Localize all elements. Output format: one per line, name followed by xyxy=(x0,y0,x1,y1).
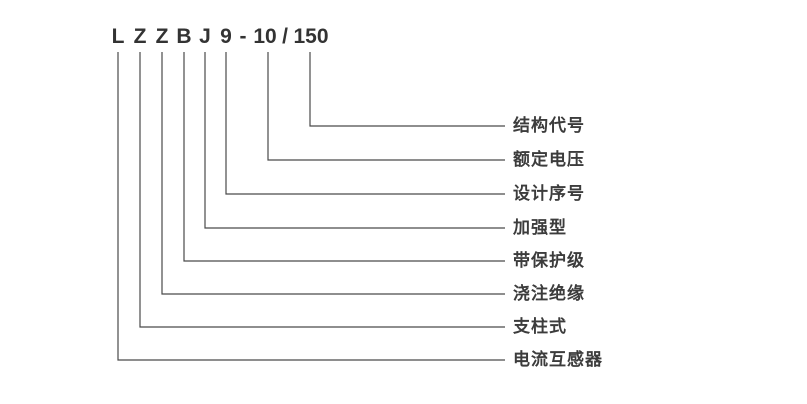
connector-line-150 xyxy=(309,52,505,127)
label-cast-insulation: 浇注绝缘 xyxy=(513,284,585,303)
code-segment-z2: Z xyxy=(155,25,169,48)
label-design-serial-number: 设计序号 xyxy=(513,184,585,203)
connector-line-j xyxy=(204,52,505,229)
code-segment-z1: Z xyxy=(133,25,147,48)
code-segment-slash: / xyxy=(282,25,288,48)
label-structure-code: 结构代号 xyxy=(513,116,585,135)
connector-line-z1 xyxy=(139,52,505,328)
connector-line-9 xyxy=(225,52,505,195)
code-segment-j: J xyxy=(199,25,211,48)
code-segment-hyphen: - xyxy=(239,25,247,48)
connector-line-l xyxy=(117,52,505,361)
code-segment-150: 150 xyxy=(293,25,329,48)
code-segment-9: 9 xyxy=(220,25,232,48)
connector-line-z2 xyxy=(161,52,505,295)
label-protection-class: 带保护级 xyxy=(513,251,585,270)
code-segment-l: L xyxy=(111,25,125,48)
code-segment-10: 10 xyxy=(253,25,277,48)
label-post-type: 支柱式 xyxy=(513,317,567,336)
connector-line-10 xyxy=(267,52,505,161)
label-current-transformer: 电流互感器 xyxy=(513,350,603,369)
label-reinforced-type: 加强型 xyxy=(513,218,567,237)
connector-line-b xyxy=(183,52,505,262)
label-rated-voltage: 额定电压 xyxy=(513,150,585,169)
code-segment-b: B xyxy=(176,25,192,48)
